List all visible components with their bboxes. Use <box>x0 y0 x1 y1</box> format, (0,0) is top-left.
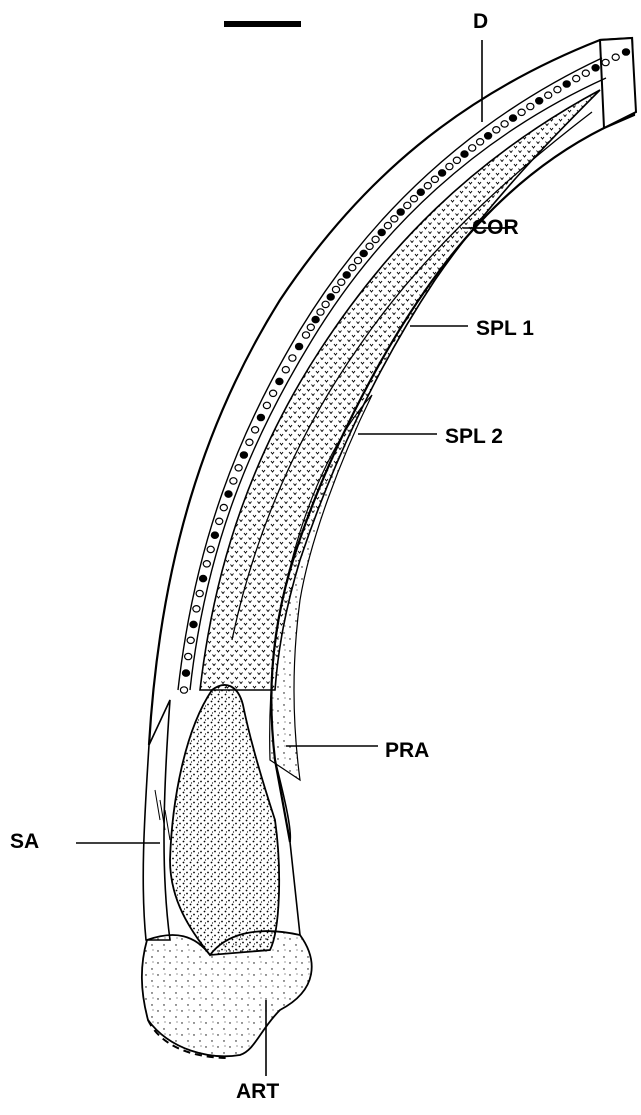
tooth-socket <box>446 163 453 169</box>
tooth-socket <box>182 670 189 676</box>
tooth-socket <box>360 250 367 256</box>
tooth-socket <box>493 127 500 133</box>
tooth-socket <box>349 264 356 270</box>
tooth-socket <box>453 157 460 163</box>
tooth-socket <box>257 414 264 420</box>
tooth-socket <box>485 133 492 139</box>
tooth-socket <box>289 355 296 361</box>
tooth-socket <box>410 196 417 202</box>
tooth-socket <box>622 49 629 55</box>
tooth-socket <box>366 243 373 249</box>
tooth-socket <box>384 222 391 228</box>
tooth-socket <box>431 176 438 182</box>
tooth-socket <box>203 561 210 567</box>
tooth-socket <box>240 452 247 458</box>
tooth-socket <box>354 257 361 263</box>
tooth-socket <box>563 81 570 87</box>
tooth-socket <box>477 139 484 145</box>
tooth-socket <box>225 491 232 497</box>
tooth-socket <box>276 378 283 384</box>
tooth-socket <box>246 439 253 445</box>
tooth-socket <box>180 687 187 693</box>
tooth-socket <box>469 145 476 151</box>
tooth-socket <box>307 324 314 330</box>
tooth-socket <box>270 390 277 396</box>
tooth-socket <box>302 332 309 338</box>
tooth-socket <box>338 279 345 285</box>
tooth-socket <box>190 621 197 627</box>
dentary-tip <box>600 38 636 128</box>
tooth-socket <box>391 216 398 222</box>
tooth-socket <box>527 103 534 109</box>
tooth-socket <box>582 70 589 76</box>
label-cor: COR <box>472 217 519 238</box>
tooth-socket <box>372 236 379 242</box>
label-sa: SA <box>10 831 39 852</box>
tooth-socket <box>322 301 329 307</box>
angular-region <box>170 685 279 955</box>
tooth-socket <box>612 54 619 60</box>
articular-region <box>142 931 312 1056</box>
tooth-socket <box>343 272 350 278</box>
tooth-socket <box>235 465 242 471</box>
label-spl1: SPL 1 <box>476 318 534 339</box>
tooth-socket <box>501 121 508 127</box>
tooth-socket <box>317 309 324 315</box>
tooth-socket <box>327 294 334 300</box>
tooth-socket <box>230 478 237 484</box>
tooth-socket <box>545 92 552 98</box>
tooth-socket <box>602 59 609 65</box>
tooth-socket <box>554 86 561 92</box>
tooth-socket <box>518 109 525 115</box>
tooth-socket <box>417 189 424 195</box>
label-art: ART <box>236 1081 279 1102</box>
tooth-socket <box>296 343 303 349</box>
tooth-socket <box>404 202 411 208</box>
tooth-socket <box>282 367 289 373</box>
tooth-socket <box>196 590 203 596</box>
tooth-socket <box>378 229 385 235</box>
tooth-socket <box>312 316 319 322</box>
tooth-socket <box>207 546 214 552</box>
tooth-socket <box>573 75 580 81</box>
tooth-socket <box>187 637 194 643</box>
tooth-socket <box>439 170 446 176</box>
tooth-socket <box>397 209 404 215</box>
tooth-socket <box>211 532 218 538</box>
tooth-socket <box>252 427 259 433</box>
tooth-socket <box>220 504 227 510</box>
tooth-socket <box>193 606 200 612</box>
tooth-socket <box>332 286 339 292</box>
coronoid-splenial-body <box>200 90 600 690</box>
tooth-socket <box>509 115 516 121</box>
tooth-socket <box>216 518 223 524</box>
label-d: D <box>473 11 488 32</box>
tooth-socket <box>424 183 431 189</box>
tooth-socket <box>536 98 543 104</box>
tooth-socket <box>461 151 468 157</box>
label-pra: PRA <box>385 740 429 761</box>
tooth-socket <box>200 575 207 581</box>
surangular-region <box>143 700 170 940</box>
tooth-socket <box>592 65 599 71</box>
tooth-socket <box>185 653 192 659</box>
label-spl2: SPL 2 <box>445 426 503 447</box>
tooth-socket <box>263 402 270 408</box>
